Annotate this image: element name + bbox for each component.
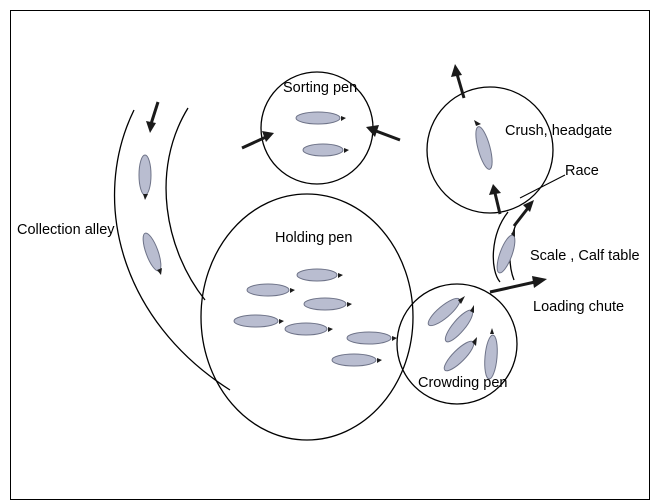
crush-headgate-ring [426,86,554,214]
sorting-pen-label: Sorting pen [283,80,357,96]
diagram-frame [10,10,650,500]
arrow-sorting-left [241,131,274,150]
cattle-icon [233,314,284,328]
collection-alley-outer-wall [113,109,231,391]
arrow-crush-bottom-exit [489,184,502,215]
cattle-icon [284,322,333,336]
cattle-icon [496,229,516,274]
race-pointer-line [519,174,566,199]
cattle-icon [346,331,397,345]
loading-chute-label: Loading chute [533,299,624,315]
arrow-loading-chute [489,276,547,294]
cattle-icon [427,296,465,327]
collection-alley-label: Collection alley [17,222,115,238]
holding-pen-label: Holding pen [275,230,352,246]
crowding-pen-ring [396,283,518,405]
cattle-icon [484,328,498,380]
cattle-icon [142,232,162,275]
cattle-icon [246,283,295,297]
crowding-pen-label: Crowding pen [418,375,507,391]
cattle-icon [444,305,474,343]
arrow-sorting-right [366,125,401,142]
cattle-icon [303,297,352,311]
holding-pen-ring [200,193,414,441]
collection-alley-inner-wall [165,107,206,301]
cattle-icon [331,353,382,367]
cattle-icon [443,337,477,372]
cattle-icon [296,268,343,282]
cattle-icon [138,154,152,200]
race-wall-left [492,211,509,283]
cattle-icon [295,111,346,125]
scale-calf-table-label: Scale , Calf table [530,248,640,264]
race-label: Race [565,163,599,179]
arrow-alley-in [146,101,160,133]
arrow-scale-calf-table [512,200,534,227]
cattle-icon [474,120,493,170]
arrow-crush-top-exit [451,64,466,99]
cattle-icon [302,143,349,157]
crush-headgate-label: Crush, headgate [505,123,612,139]
